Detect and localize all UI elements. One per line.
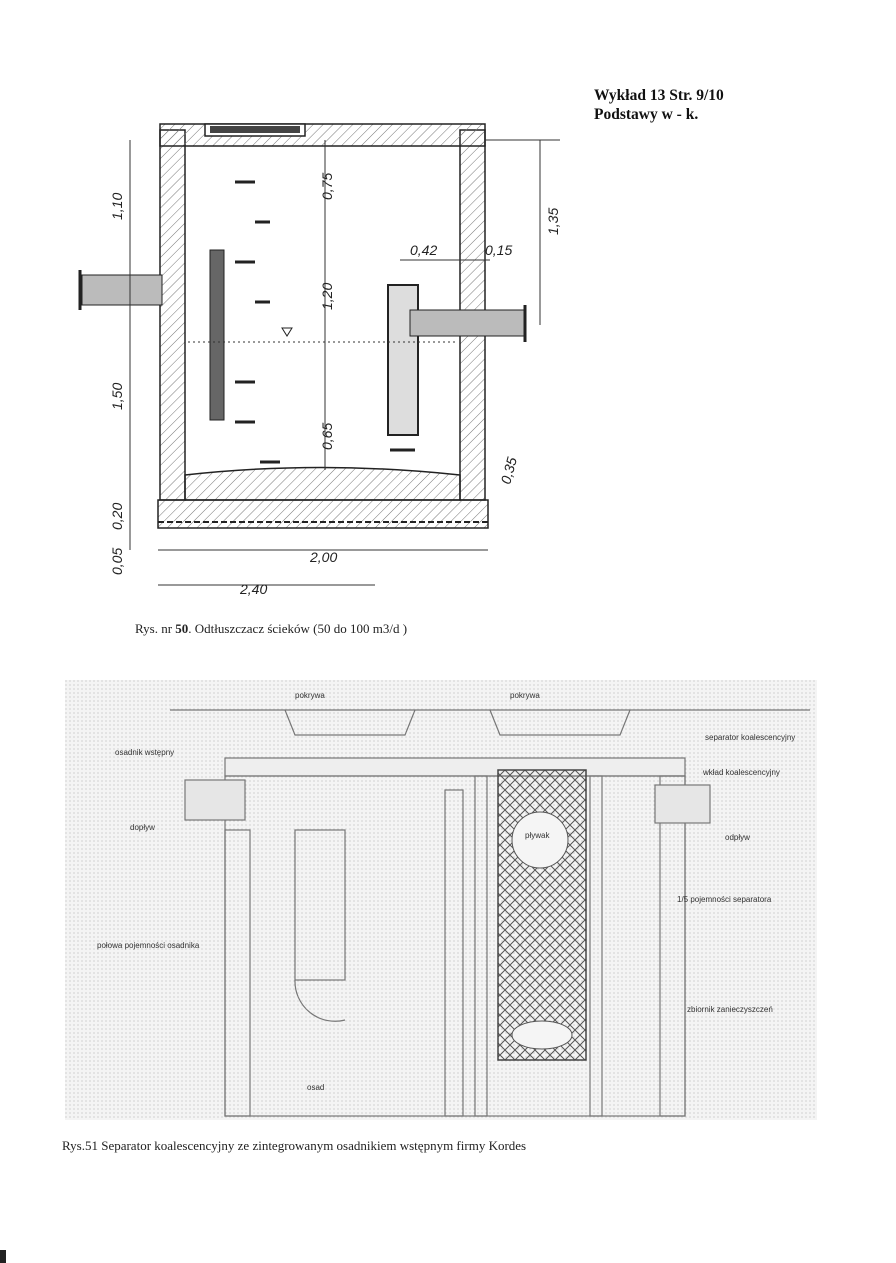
figure-50-caption: Rys. nr 50. Odtłuszczacz ścieków (50 do …: [135, 621, 407, 637]
label-capacity-settler: połowa pojemności osadnika: [97, 941, 200, 950]
inlet-pipe: [78, 249, 225, 421]
dim-240: 2,40: [239, 581, 267, 597]
tank-walls: [157, 123, 489, 529]
dim-015: 0,15: [485, 242, 512, 258]
dim-035: 0,35: [497, 455, 520, 486]
dim-110: 1,10: [109, 193, 125, 220]
label-settler: osadnik wstępny: [115, 748, 174, 757]
water-level-marker: [281, 327, 293, 337]
label-separator: separator koalescencyjny: [705, 733, 795, 742]
label-outlet: odpływ: [725, 833, 750, 842]
label-capacity-separator: 1/5 pojemności separatora: [677, 895, 772, 904]
dim-065: 0,65: [319, 423, 335, 450]
outlet-pipe: [387, 284, 527, 436]
dim-020: 0,20: [109, 503, 125, 530]
dimension-labels: 1,10 1,50 0,20 0,05 0,75 1,20 0,65 0,42 …: [109, 173, 561, 597]
float-valve: [511, 1020, 573, 1050]
figure-51-background: [65, 680, 817, 1120]
dim-042: 0,42: [410, 242, 437, 258]
label-float: pływak: [525, 831, 550, 840]
caption-50-prefix: Rys. nr: [135, 621, 176, 636]
header-line-1: Wykład 13 Str. 9/10: [594, 87, 724, 104]
caption-50-number: 50: [175, 621, 189, 636]
label-oil-store: zbiornik zanieczyszczeń: [687, 1005, 773, 1014]
label-insert: wkład koalescencyjny: [702, 768, 780, 777]
dim-135: 1,35: [545, 208, 561, 235]
dimension-lines: [129, 139, 560, 586]
dim-005: 0,05: [109, 548, 125, 575]
header-line-2: Podstawy w - k.: [594, 106, 699, 123]
label-cover-2: pokrywa: [510, 691, 540, 700]
flow-marks: [235, 180, 415, 464]
dim-200: 2,00: [309, 549, 337, 565]
label-sludge: osad: [307, 1083, 324, 1092]
float-ball: [511, 811, 569, 869]
figure-51-caption: Rys.51 Separator koalescencyjny ze zinte…: [62, 1138, 527, 1153]
label-inlet: dopływ: [130, 823, 155, 832]
page-header: Wykład 13 Str. 9/10 Podstawy w - k.: [594, 86, 724, 124]
figure-50-drawing: 1,10 1,50 0,20 0,05 0,75 1,20 0,65 0,42 …: [78, 123, 561, 597]
dim-120: 1,20: [319, 283, 335, 310]
scan-corner-mark: [0, 1250, 6, 1263]
figure-51-labels: pokrywa pokrywa separator koalescencyjny…: [97, 691, 795, 1092]
figure-51-drawing: pokrywa pokrywa separator koalescencyjny…: [65, 680, 817, 1120]
dim-150: 1,50: [109, 383, 125, 410]
dim-075: 0,75: [319, 173, 335, 200]
label-cover-1: pokrywa: [295, 691, 325, 700]
caption-50-text: . Odtłuszczacz ścieków (50 do 100 m3/d ): [188, 621, 408, 636]
